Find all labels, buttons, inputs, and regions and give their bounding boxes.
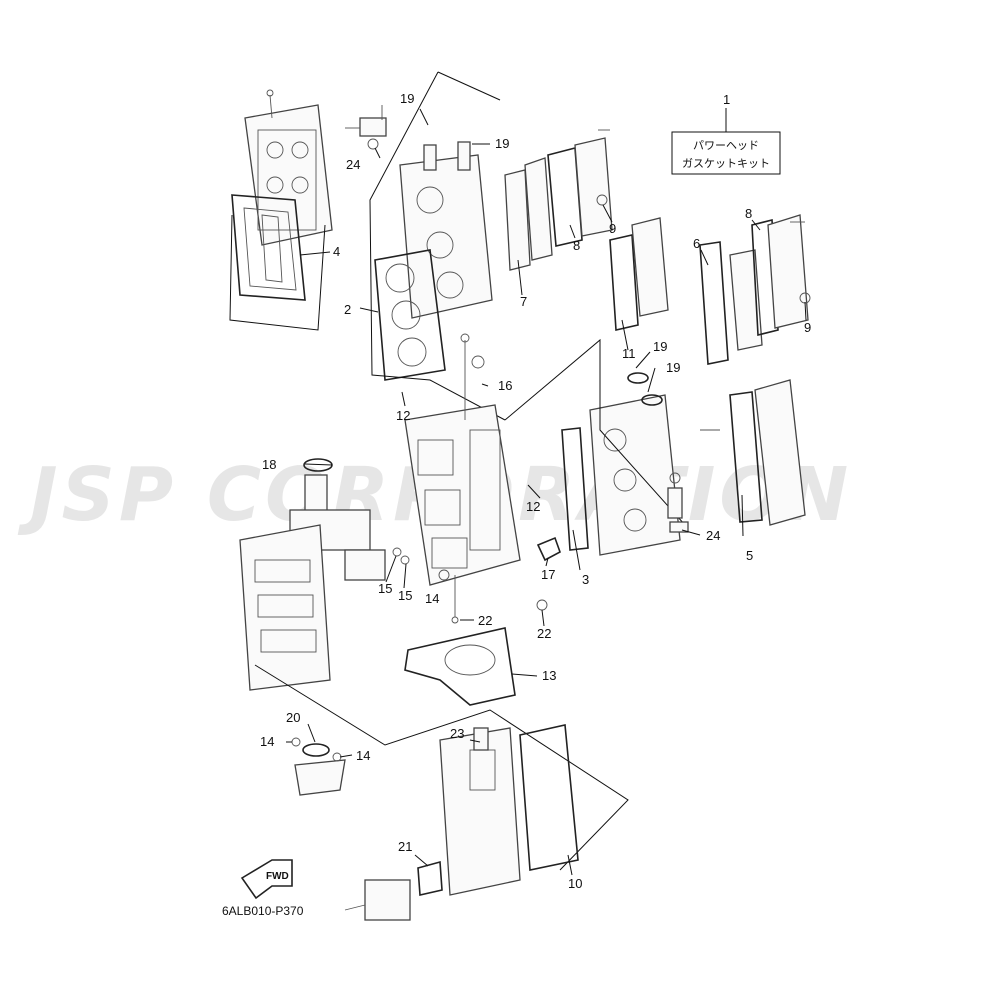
exhaust-cover-group-right (609, 214, 811, 365)
callout-8b: 8 (745, 206, 752, 221)
fwd-arrow-icon: FWD (240, 859, 293, 900)
kit-line-2: ガスケットキット (682, 157, 770, 170)
callout-11: 11 (622, 346, 636, 361)
callout-7: 7 (520, 294, 527, 309)
bolt-cluster-top (345, 105, 387, 150)
electric-starter (344, 860, 443, 921)
callout-12a: 12 (396, 408, 410, 423)
callout-8a: 8 (573, 238, 580, 253)
thermostat-right (667, 472, 689, 533)
bracket-17-shape (536, 536, 561, 562)
callout-9b: 9 (804, 320, 811, 335)
callout-22a: 22 (478, 613, 492, 628)
callout-18: 18 (262, 457, 276, 472)
callout-23: 23 (450, 726, 464, 741)
head-gasket-3-shape (561, 427, 589, 551)
callout-17: 17 (541, 567, 555, 582)
gasket-10-shape (519, 724, 579, 871)
callout-2: 2 (344, 302, 351, 317)
callout-9a: 9 (609, 221, 616, 236)
cylinder-head-cover-left (244, 89, 333, 246)
exhaust-cover-group-top (504, 129, 613, 271)
callout-19a: 19 (400, 91, 414, 106)
gasket-13-shape (404, 627, 516, 706)
callout-15b: 15 (398, 588, 412, 603)
callout-10: 10 (568, 876, 582, 891)
cylinder-head-right (589, 372, 681, 556)
callout-24b: 24 (706, 528, 720, 543)
diagram-code: 6ALB010-P370 (222, 904, 304, 918)
callout-19d: 19 (666, 360, 680, 375)
cylinder-block (404, 333, 521, 586)
callout-3: 3 (582, 572, 589, 587)
callout-6: 6 (693, 236, 700, 251)
callout-21: 21 (398, 839, 412, 854)
bracket-4 (229, 214, 326, 331)
callout-5: 5 (746, 548, 753, 563)
callout-4: 4 (333, 244, 340, 259)
callout-19b: 19 (495, 136, 509, 151)
bracket-bottom-left (254, 664, 629, 871)
callout-1: 1 (723, 92, 730, 107)
leader-lines (286, 108, 807, 876)
callout-13: 13 (542, 668, 556, 683)
bracket-right (504, 338, 686, 526)
callout-14c: 14 (356, 748, 370, 763)
callout-24a: 24 (346, 157, 360, 172)
cylinder-head-center (399, 141, 493, 319)
cylinder-head-cover-right (700, 379, 806, 526)
callout-20: 20 (286, 710, 300, 725)
callout-12b: 12 (526, 499, 540, 514)
callout-15a: 15 (378, 581, 392, 596)
crankcase (239, 524, 331, 691)
fwd-label: FWD (266, 871, 289, 882)
callout-14a: 14 (425, 591, 439, 606)
bracket-top-center (369, 71, 506, 421)
callout-14b: 14 (260, 734, 274, 749)
callout-16: 16 (498, 378, 512, 393)
oil-pump-lower (291, 737, 346, 796)
callout-19c: 19 (653, 339, 667, 354)
head-gasket-2-shape (374, 249, 446, 381)
callout-numbers: 2 3 4 5 6 7 8 8 9 9 10 11 12 12 13 14 14… (260, 91, 811, 891)
callout-22b: 22 (537, 626, 551, 641)
gasket-4-shape (231, 194, 306, 301)
gasket-kit-box: パワーヘッド ガスケットキット (671, 108, 781, 175)
kit-line-1: パワーヘッド (693, 139, 759, 152)
exhaust-guide (439, 727, 521, 896)
